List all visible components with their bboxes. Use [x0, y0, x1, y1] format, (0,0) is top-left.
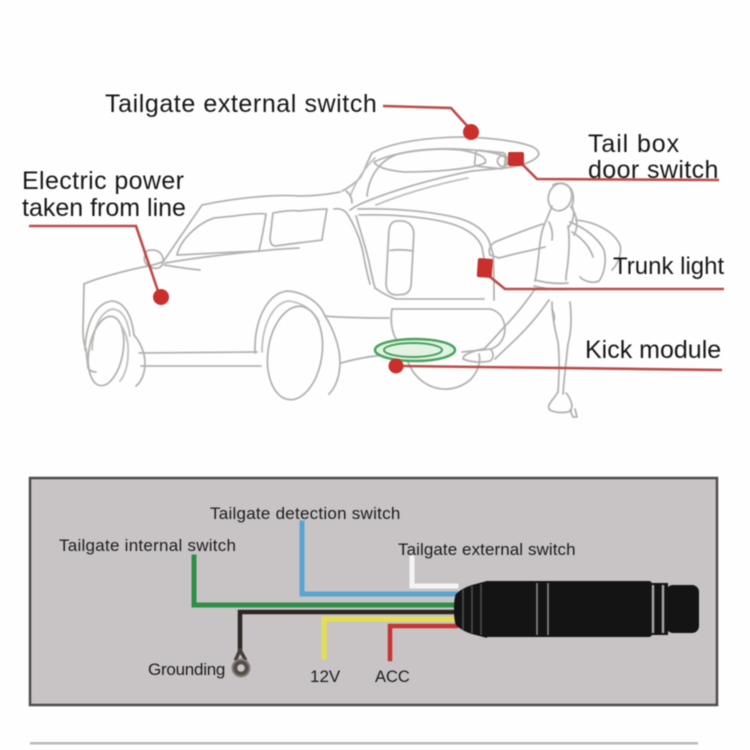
svg-text:Tailgate external switch: Tailgate external switch	[105, 90, 377, 118]
svg-text:door switch: door switch	[588, 156, 719, 184]
svg-text:12V: 12V	[310, 667, 341, 686]
svg-text:ACC: ACC	[375, 668, 410, 686]
svg-text:taken from line: taken from line	[22, 194, 186, 222]
svg-text:Tail box: Tail box	[588, 130, 680, 158]
svg-text:Tailgate internal switch: Tailgate internal switch	[59, 536, 236, 555]
svg-text:Tailgate external switch: Tailgate external switch	[398, 540, 576, 559]
svg-text:Tailgate detection switch: Tailgate detection switch	[210, 504, 401, 523]
svg-text:Electric power: Electric power	[22, 167, 184, 195]
svg-text:Grounding: Grounding	[148, 660, 225, 679]
svg-text:Trunk light: Trunk light	[613, 253, 724, 280]
svg-text:Kick module: Kick module	[585, 336, 721, 364]
